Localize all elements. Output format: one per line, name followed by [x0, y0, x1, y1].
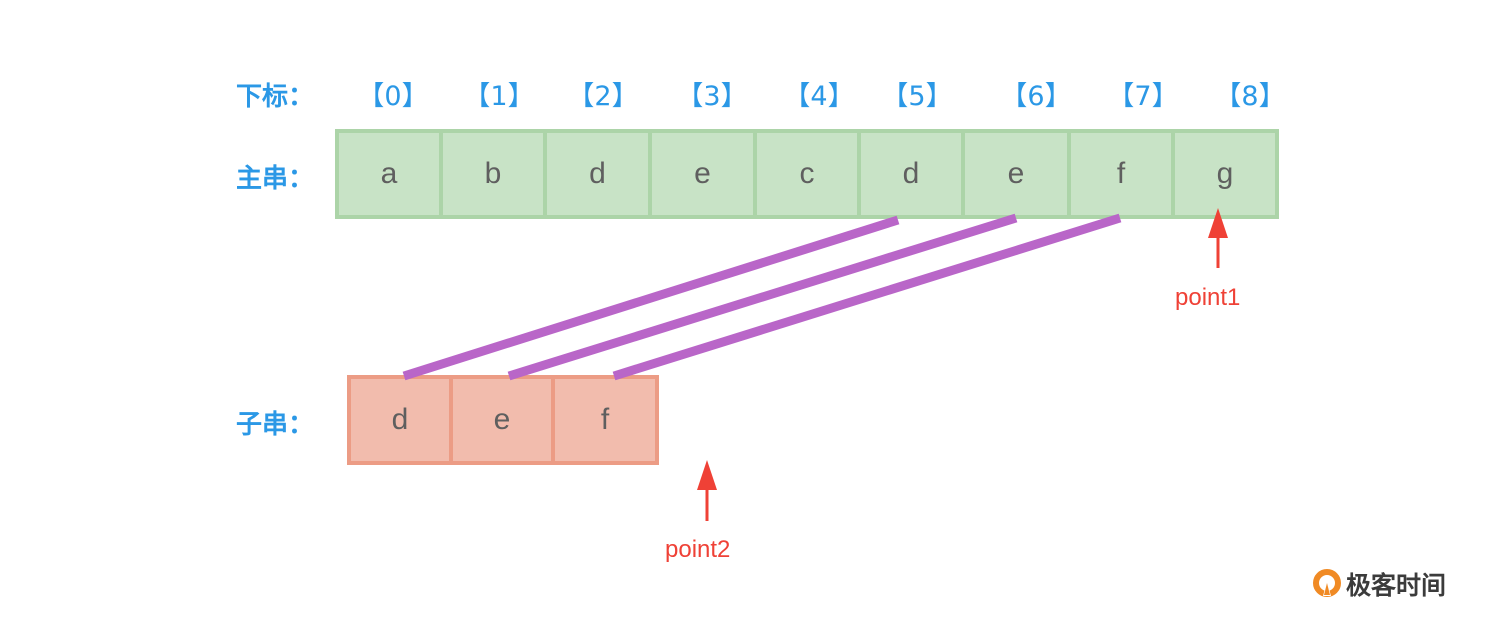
main-cell-4: c: [753, 129, 861, 219]
point1-label: point1: [1175, 284, 1241, 311]
main-cell-5: d: [857, 129, 965, 219]
main-string-label: 主串：: [236, 164, 315, 194]
sub-string-label: 子串：: [236, 410, 315, 440]
main-cell-1: b: [439, 129, 547, 219]
match-link-0: [402, 215, 900, 381]
main-cell-8: g: [1171, 129, 1279, 219]
index-label-1: 【1】: [463, 81, 535, 112]
logo: 极客时间: [1312, 566, 1446, 602]
logo-icon: [1313, 569, 1341, 597]
sub-string-row: d e f: [347, 375, 659, 465]
index-label-3: 【3】: [676, 81, 748, 112]
main-cell-6: e: [961, 129, 1071, 219]
main-cell-2: d: [543, 129, 652, 219]
index-label-0: 【0】: [357, 81, 429, 112]
index-label-2: 【2】: [567, 81, 639, 112]
index-label-7: 【7】: [1107, 81, 1179, 112]
point2-label: point2: [665, 536, 731, 563]
index-label-4: 【4】: [783, 81, 855, 112]
match-link-2: [612, 213, 1122, 381]
match-link-1: [507, 213, 1018, 381]
main-cell-0: a: [335, 129, 443, 219]
main-cell-7: f: [1067, 129, 1175, 219]
point2-arrow-icon: [697, 460, 717, 521]
index-label-8: 【8】: [1214, 81, 1286, 112]
index-row-label: 下标：: [236, 82, 315, 112]
index-label-5: 【5】: [881, 81, 953, 112]
main-string-row: a b d e c d e f g: [335, 129, 1279, 219]
point1-arrow-icon: [1208, 208, 1228, 268]
index-label-6: 【6】: [1000, 81, 1072, 112]
logo-text: 极客时间: [1346, 571, 1447, 600]
sub-cell-2: f: [551, 375, 659, 465]
